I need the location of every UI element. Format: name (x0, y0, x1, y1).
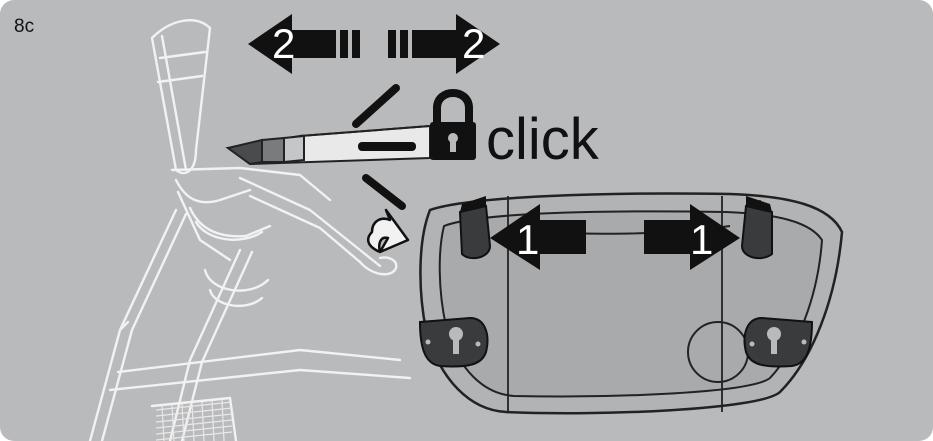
pull-arrow-right: 2 (388, 14, 500, 74)
arrow-label-tray-left: 1 (516, 216, 539, 263)
release-button-icon-right (742, 196, 772, 258)
keyhole-clip-left (420, 318, 487, 366)
pull-arrow-left: 2 (248, 14, 360, 74)
arrow-label-tray-right: 1 (690, 216, 713, 263)
basket-mesh (156, 400, 232, 441)
curved-arrow-icon (368, 210, 408, 252)
keyhole-clip-right (745, 318, 812, 366)
arrow-label-top-right: 2 (462, 20, 485, 67)
click-label: click (486, 106, 599, 173)
lock-icon (430, 93, 476, 160)
arrow-label-top-left: 2 (272, 20, 295, 67)
high-chair-outline (90, 20, 410, 441)
release-button-icon-left (460, 196, 490, 258)
tray-side-bar (228, 126, 460, 164)
